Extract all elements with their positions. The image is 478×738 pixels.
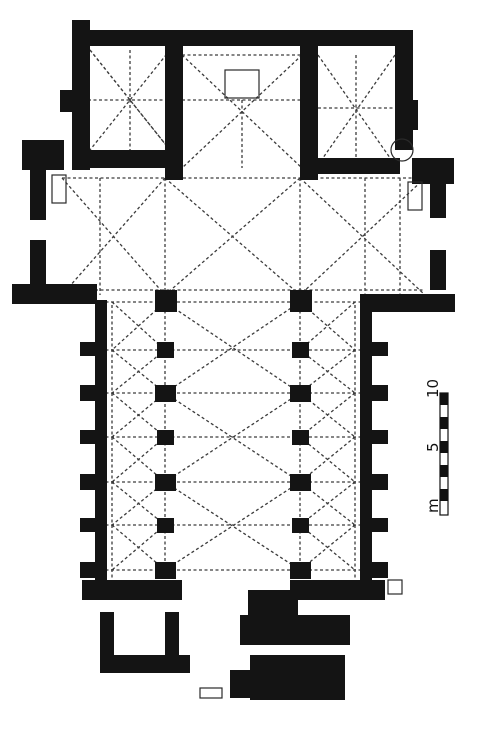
- nave-vault-ribs: [100, 301, 370, 598]
- transept-vault-ribs: [61, 177, 426, 296]
- scale-unit-label: m: [424, 498, 442, 513]
- scale-label-10: 10: [424, 379, 442, 398]
- scale-bar: 10 5 m: [424, 379, 449, 516]
- choir-vault-ribs: [88, 49, 396, 169]
- walls: [12, 20, 455, 700]
- scale-label-5: 5: [424, 442, 442, 452]
